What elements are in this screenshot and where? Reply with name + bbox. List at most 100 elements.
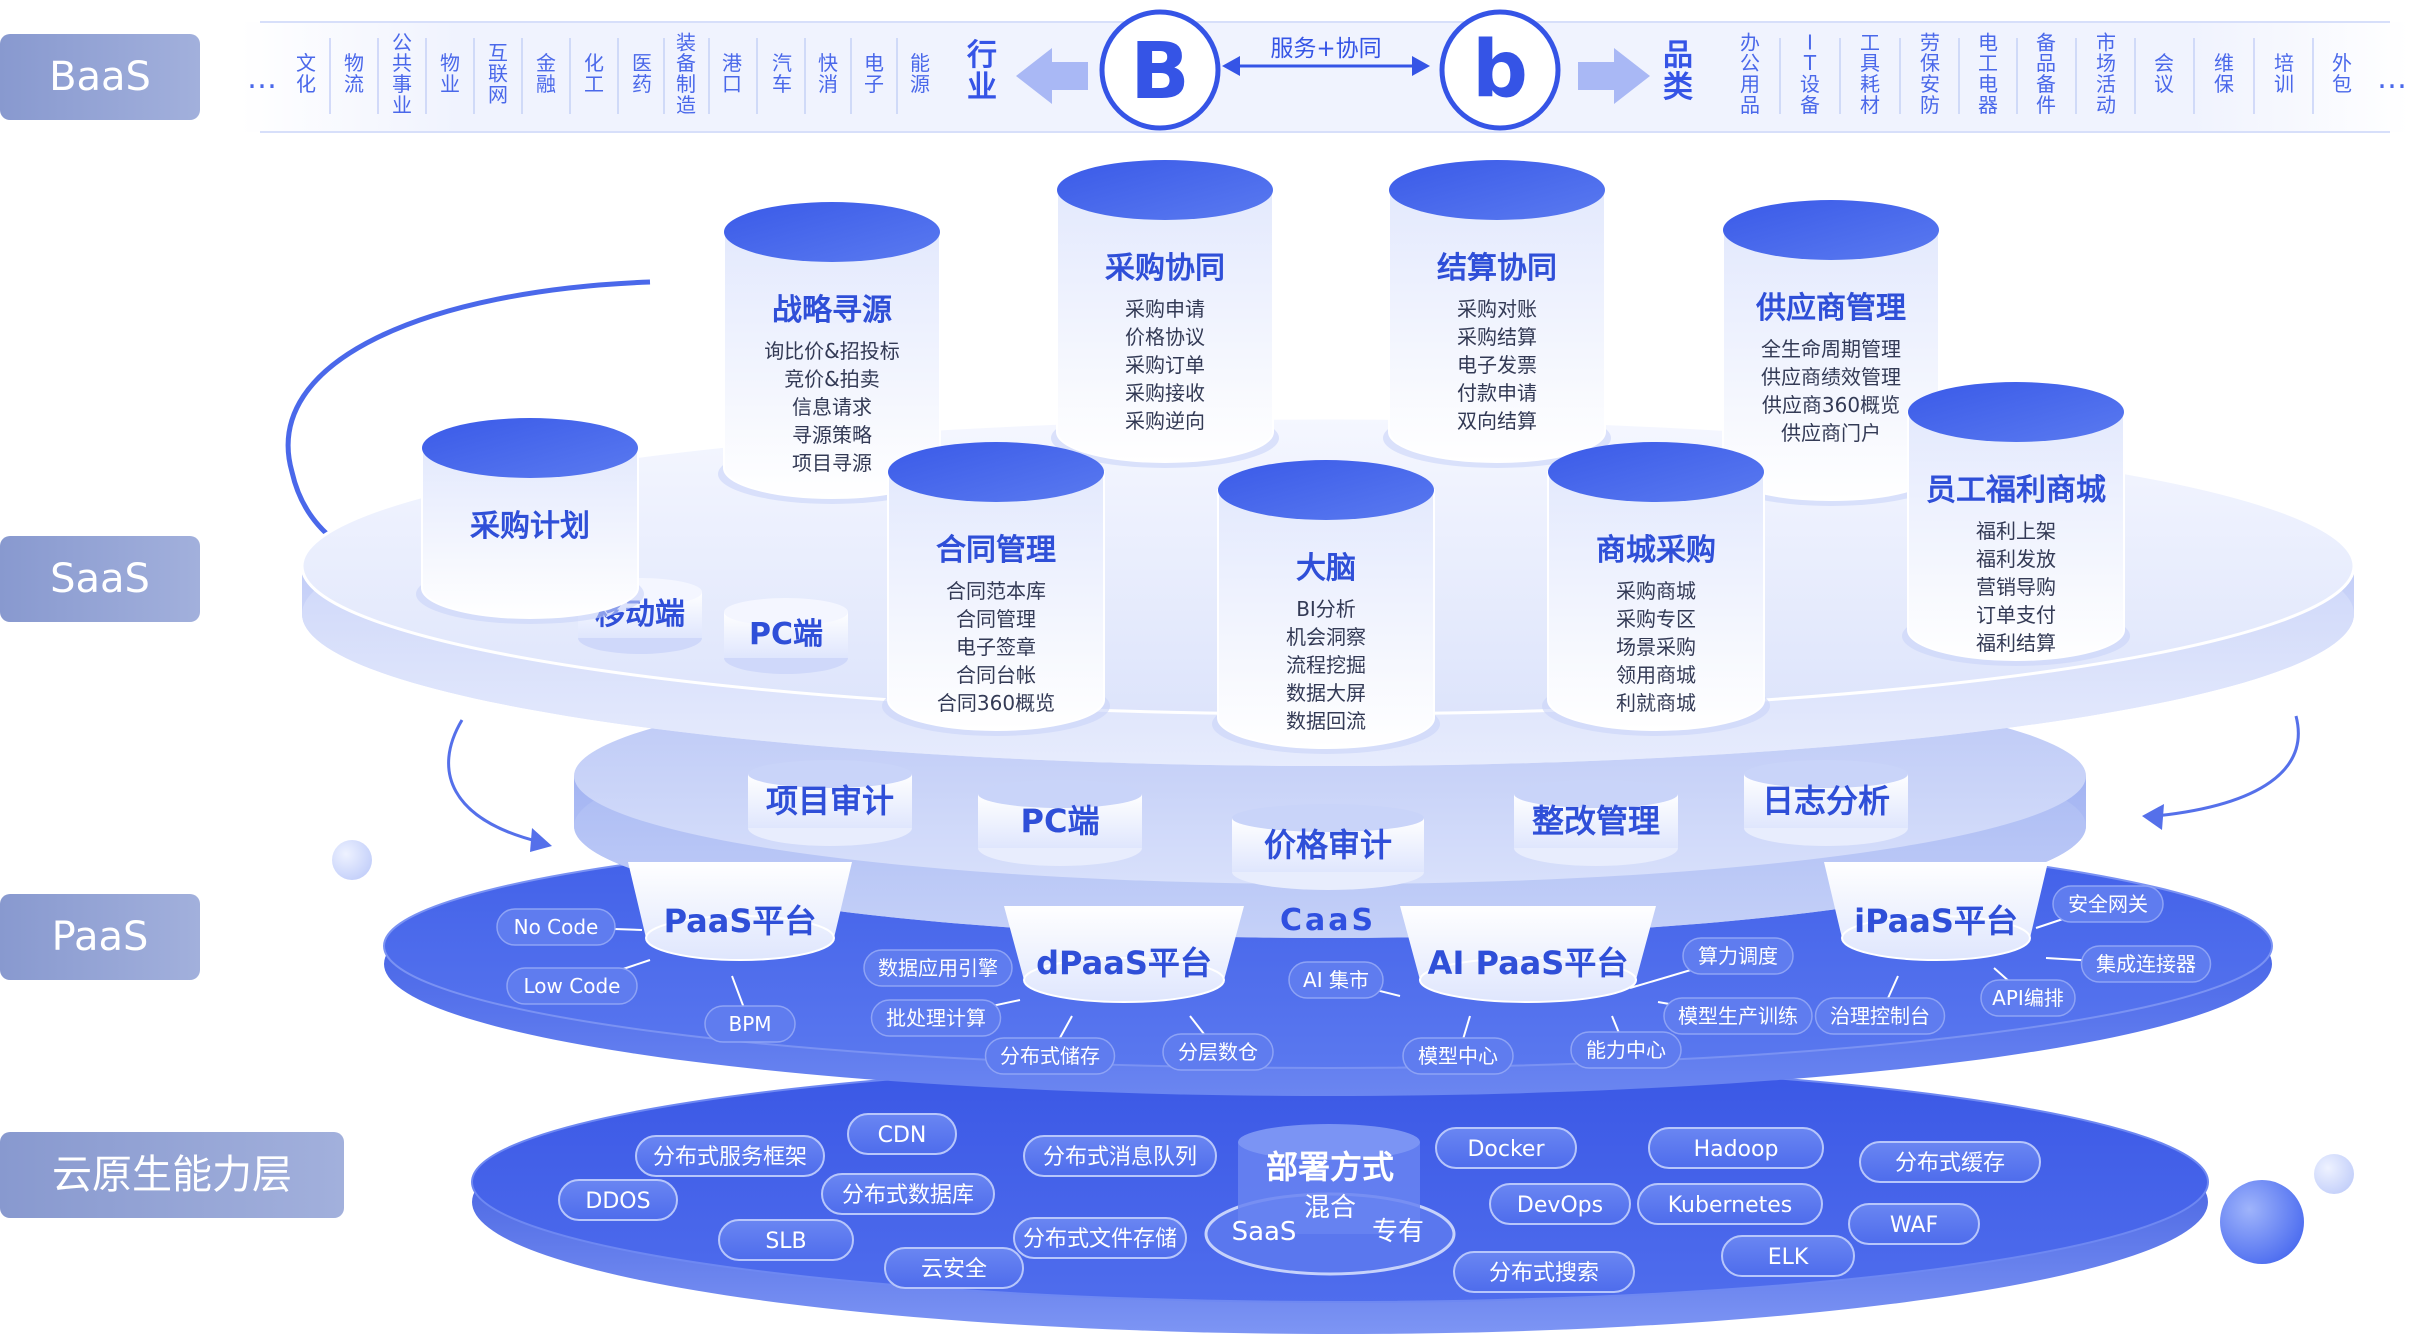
service-link-arrow-right-icon — [1412, 56, 1430, 76]
paas-tag-group: No CodeLow CodeBPM数据应用引擎批处理计算分布式储存分层数仓AI… — [496, 885, 2212, 1075]
paas-tag: Low Code — [506, 967, 638, 1005]
module-item: 全生命周期管理 — [1761, 337, 1901, 361]
audit-pad-label: 日志分析 — [1762, 782, 1890, 820]
cloud-pill-text: 云安全 — [921, 1257, 987, 1282]
paas-tag: 分层数仓 — [1162, 1033, 1274, 1071]
paas-tag: 算力调度 — [1682, 937, 1794, 975]
layer-label-paas: PaaS — [0, 894, 200, 980]
cloud-pill-text: WAF — [1890, 1213, 1938, 1238]
saas-module: 采购计划 — [416, 418, 644, 624]
module-title: 合同管理 — [936, 533, 1056, 568]
audit-pad-label: 价格审计 — [1264, 826, 1392, 864]
saas-pad: PC端 — [724, 598, 848, 674]
module-item: 寻源策略 — [792, 423, 872, 447]
industry-item: 公共事业 — [392, 30, 412, 116]
orb-small-left — [332, 840, 372, 880]
pad-top — [724, 598, 848, 626]
cloud-pill-text: Docker — [1467, 1137, 1545, 1162]
service-link-arrow-left-icon — [1222, 56, 1240, 76]
module-item: 采购商城 — [1616, 579, 1696, 603]
tag-text: 数据应用引擎 — [878, 956, 998, 980]
tag-pill — [863, 949, 1013, 987]
deploy-column-top — [1238, 1124, 1420, 1160]
tag-text: 算力调度 — [1698, 944, 1778, 968]
cloud-pill-shape — [821, 1173, 995, 1215]
cloud-pill: 分布式搜索 — [1453, 1251, 1635, 1293]
cloud-pill: 分布式消息队列 — [1023, 1135, 1217, 1177]
baas-ellipsis-right: … — [2377, 61, 2407, 96]
cloud-pill: DDOS — [558, 1179, 678, 1221]
cloud-pill: 分布式缓存 — [1859, 1141, 2041, 1183]
audit-pad-top — [1232, 804, 1424, 832]
module-item: 项目寻源 — [792, 451, 872, 475]
module-title: 商城采购 — [1596, 533, 1716, 568]
module-item: 福利上架 — [1976, 519, 2056, 543]
tag-pill — [1288, 961, 1384, 999]
industry-item: 金融 — [536, 51, 556, 96]
cloud-pill-shape — [1435, 1127, 1577, 1169]
tag-pill — [2080, 945, 2212, 983]
deploy-mode-block: 部署方式 混合 SaaS 专有 — [1204, 1124, 1456, 1276]
module-item: 供应商门户 — [1781, 421, 1881, 445]
layer-label-saas: SaaS — [0, 536, 200, 622]
industry-item: 汽车 — [772, 51, 792, 96]
tag-pill — [984, 1037, 1116, 1075]
tag-text: 分层数仓 — [1178, 1040, 1258, 1064]
b-small-letter: b — [1472, 25, 1528, 115]
module-item: 信息请求 — [792, 395, 872, 419]
category-item: 办公用品 — [1740, 30, 1760, 116]
b-big-circle — [1099, 9, 1221, 131]
cloud-pill-shape — [1648, 1127, 1824, 1169]
cloud-pill: ELK — [1721, 1235, 1855, 1277]
cloud-pill-shape — [635, 1135, 825, 1177]
paas-platform: PaaS平台 — [628, 862, 852, 961]
audit-pad-label: 项目审计 — [766, 782, 894, 820]
cloud-pill-text: Kubernetes — [1668, 1193, 1793, 1218]
tag-pill — [704, 1005, 796, 1043]
cloud-pill-text: DevOps — [1517, 1193, 1603, 1218]
category-item: 会议 — [2154, 51, 2174, 96]
module-item: 付款申请 — [1457, 381, 1537, 405]
paas-tag: 数据应用引擎 — [863, 949, 1013, 987]
module-item: 价格协议 — [1125, 325, 1205, 349]
industry-item: 港口 — [722, 51, 742, 96]
module-cap — [1057, 160, 1273, 220]
b-big-letter: B — [1130, 27, 1189, 117]
tag-pill — [496, 908, 616, 946]
platform-funnel — [1400, 906, 1656, 1002]
industry-item: 物业 — [440, 51, 460, 96]
paas-tag: AI 集市 — [1288, 961, 1384, 999]
platform-rim — [1419, 957, 1637, 1003]
module-item: 福利发放 — [1976, 547, 2056, 571]
module-item: 询比价&招投标 — [764, 339, 900, 363]
industry-item: 能源 — [910, 51, 930, 96]
platform-label: iPaaS平台 — [1854, 902, 2018, 940]
category-item: 备品备件 — [2036, 30, 2056, 116]
module-item: 采购结算 — [1457, 325, 1537, 349]
deploy-item-private: 专有 — [1372, 1217, 1424, 1247]
cloud-pill-shape — [847, 1113, 957, 1155]
baas-strip — [240, 22, 2410, 132]
cloud-pill-text: DDOS — [585, 1189, 650, 1214]
audit-pad-top — [978, 780, 1142, 808]
paas-tag: 模型生产训练 — [1663, 997, 1813, 1035]
cloud-pill-text: 分布式消息队列 — [1043, 1145, 1197, 1170]
tag-text: 分布式储存 — [1000, 1044, 1100, 1068]
module-cap — [724, 202, 940, 262]
audit-pad-label: PC端 — [1021, 802, 1100, 840]
layer-label-baas: BaaS — [0, 34, 200, 120]
cloud-pill: Hadoop — [1648, 1127, 1824, 1169]
paas-tag: 集成连接器 — [2080, 945, 2212, 983]
tag-text: 模型生产训练 — [1678, 1004, 1798, 1028]
cloud-pill-text: 分布式缓存 — [1895, 1151, 2005, 1176]
caas-label: CaaS — [1280, 903, 1376, 938]
module-title: 员工福利商城 — [1926, 473, 2106, 508]
paas-platform: AI PaaS平台 — [1400, 906, 1656, 1003]
category-item: 维保 — [2214, 51, 2234, 96]
